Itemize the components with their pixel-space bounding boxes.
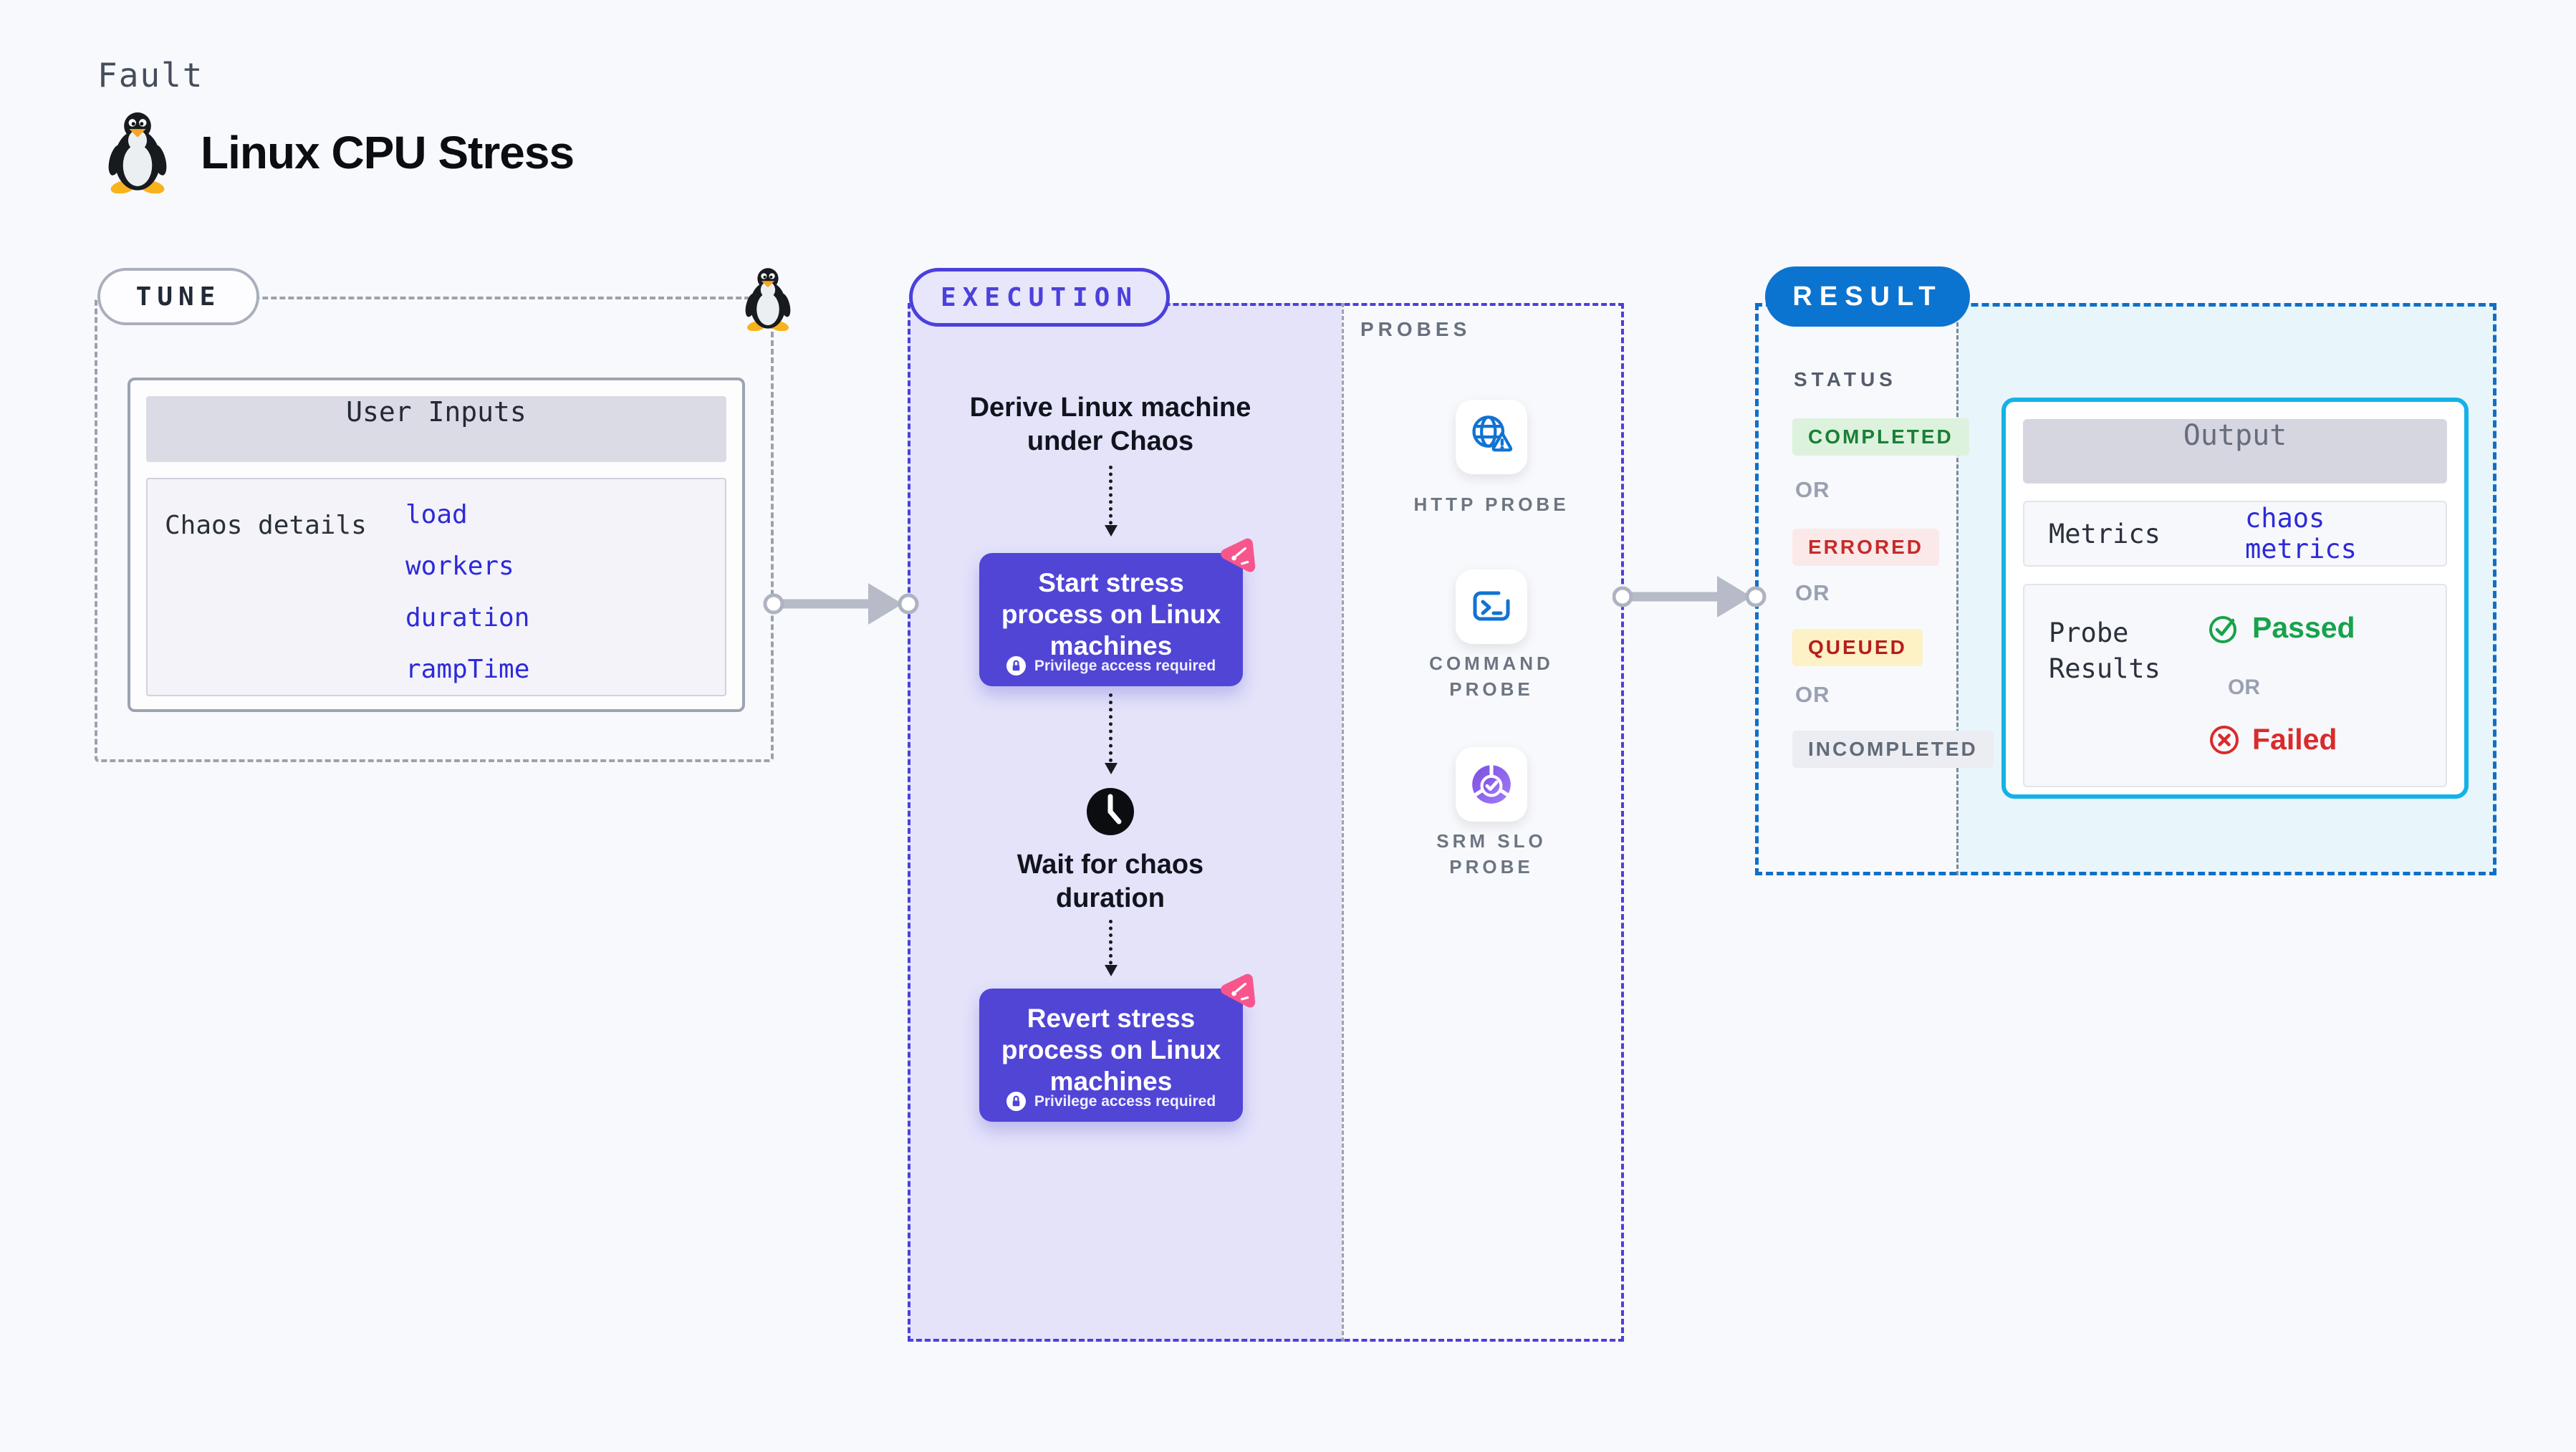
input-link-load[interactable]: load	[405, 500, 468, 529]
status-badge-completed: COMPLETED	[1792, 418, 1969, 456]
page-title: Linux CPU Stress	[201, 127, 575, 178]
probes-section-label: PROBES	[1360, 318, 1471, 340]
execution-to-result-arrow	[1613, 576, 1767, 617]
chaos-metrics-link[interactable]: chaos metrics	[2244, 503, 2357, 564]
tune-to-execution-arrow	[763, 583, 919, 625]
flow-arrow-down-1	[1105, 466, 1118, 537]
result-pill-label: RESULT	[1792, 281, 1943, 312]
linux-tux-icon	[108, 112, 167, 193]
chaos-details-row: Chaos details load workers duration ramp…	[146, 478, 726, 696]
flow-arrow-down-3	[1105, 920, 1118, 976]
revert-stress-title: Revert stress process on Linux machines	[1001, 1004, 1221, 1096]
user-inputs-card: User Inputs Chaos details load workers d…	[128, 378, 745, 712]
terminal-icon	[1473, 591, 1510, 621]
status-badge-queued: QUEUED	[1792, 629, 1923, 666]
output-card: Output Metrics chaos metrics Probe Resul…	[2001, 398, 2469, 799]
probe-label-http: HTTP PROBE	[1413, 494, 1570, 515]
probes-divider	[1342, 303, 1344, 1342]
derive-step-text: Derive Linux machine under Chaos	[969, 393, 1251, 456]
chaos-badge-icon	[1221, 538, 1256, 572]
wait-step-text: Wait for chaos duration	[1017, 850, 1204, 913]
metrics-label: Metrics	[2049, 518, 2161, 549]
privilege-note: Privilege access required	[1034, 1092, 1216, 1110]
tune-section-box	[95, 297, 774, 762]
lock-icon	[1006, 656, 1026, 675]
probe-label-srm-slo: SRM SLO PROBE	[1436, 830, 1547, 878]
start-stress-title: Start stress process on Linux machines	[1001, 568, 1221, 660]
globe-alert-icon	[1472, 415, 1513, 452]
execution-pill-label: EXECUTION	[940, 282, 1139, 312]
slo-donut-check-icon	[1472, 764, 1511, 804]
probe-card-http[interactable]	[1456, 400, 1527, 474]
privilege-note: Privilege access required	[1034, 657, 1216, 674]
probe-results-label: Probe Results	[2049, 617, 2161, 684]
or-separator: OR	[2228, 675, 2260, 699]
probe-card-command[interactable]	[1456, 569, 1527, 644]
probe-results-row: Probe Results Passed OR Failed	[2023, 584, 2447, 787]
failed-label: Failed	[2252, 723, 2337, 756]
tune-pill-label: TUNE	[135, 282, 221, 312]
execution-section-box	[908, 303, 1624, 1342]
clock-icon	[1087, 788, 1134, 835]
chaos-badge-icon	[1221, 973, 1256, 1008]
passed-label: Passed	[2252, 611, 2355, 644]
input-links: load workers duration rampTime	[405, 500, 529, 684]
execution-pill: EXECUTION	[909, 268, 1170, 327]
input-link-ramptime[interactable]: rampTime	[405, 655, 530, 684]
user-inputs-header: User Inputs	[146, 396, 726, 462]
or-separator: OR	[1795, 580, 1830, 605]
passed-result: Passed	[2208, 611, 2355, 645]
status-heading: STATUS	[1794, 368, 1897, 390]
flow-arrow-down-2	[1105, 693, 1118, 774]
metrics-row: Metrics chaos metrics	[2023, 501, 2447, 567]
linux-tux-icon-small	[745, 268, 791, 331]
lock-icon	[1006, 1092, 1026, 1111]
chaos-details-label: Chaos details	[165, 511, 367, 540]
input-link-workers[interactable]: workers	[405, 552, 514, 581]
x-circle-icon	[2210, 725, 2239, 754]
check-circle-icon	[2209, 615, 2236, 643]
input-link-duration[interactable]: duration	[405, 603, 530, 633]
status-badge-incompleted: INCOMPLETED	[1792, 731, 1994, 768]
fault-kicker: Fault	[97, 56, 204, 95]
probe-label-command: COMMAND PROBE	[1429, 653, 1554, 700]
or-separator: OR	[1795, 682, 1830, 707]
probe-card-srm-slo[interactable]	[1456, 747, 1527, 822]
status-badge-errored: ERRORED	[1792, 529, 1940, 566]
failed-result: Failed	[2208, 723, 2337, 756]
tune-pill: TUNE	[97, 268, 259, 325]
or-separator: OR	[1795, 477, 1830, 502]
output-header: Output	[2023, 419, 2447, 484]
start-stress-node: Start stress process on Linux machines P…	[979, 538, 1256, 686]
result-pill: RESULT	[1765, 266, 1970, 327]
result-divider	[1956, 303, 1959, 875]
revert-stress-node: Revert stress process on Linux machines …	[979, 973, 1256, 1122]
